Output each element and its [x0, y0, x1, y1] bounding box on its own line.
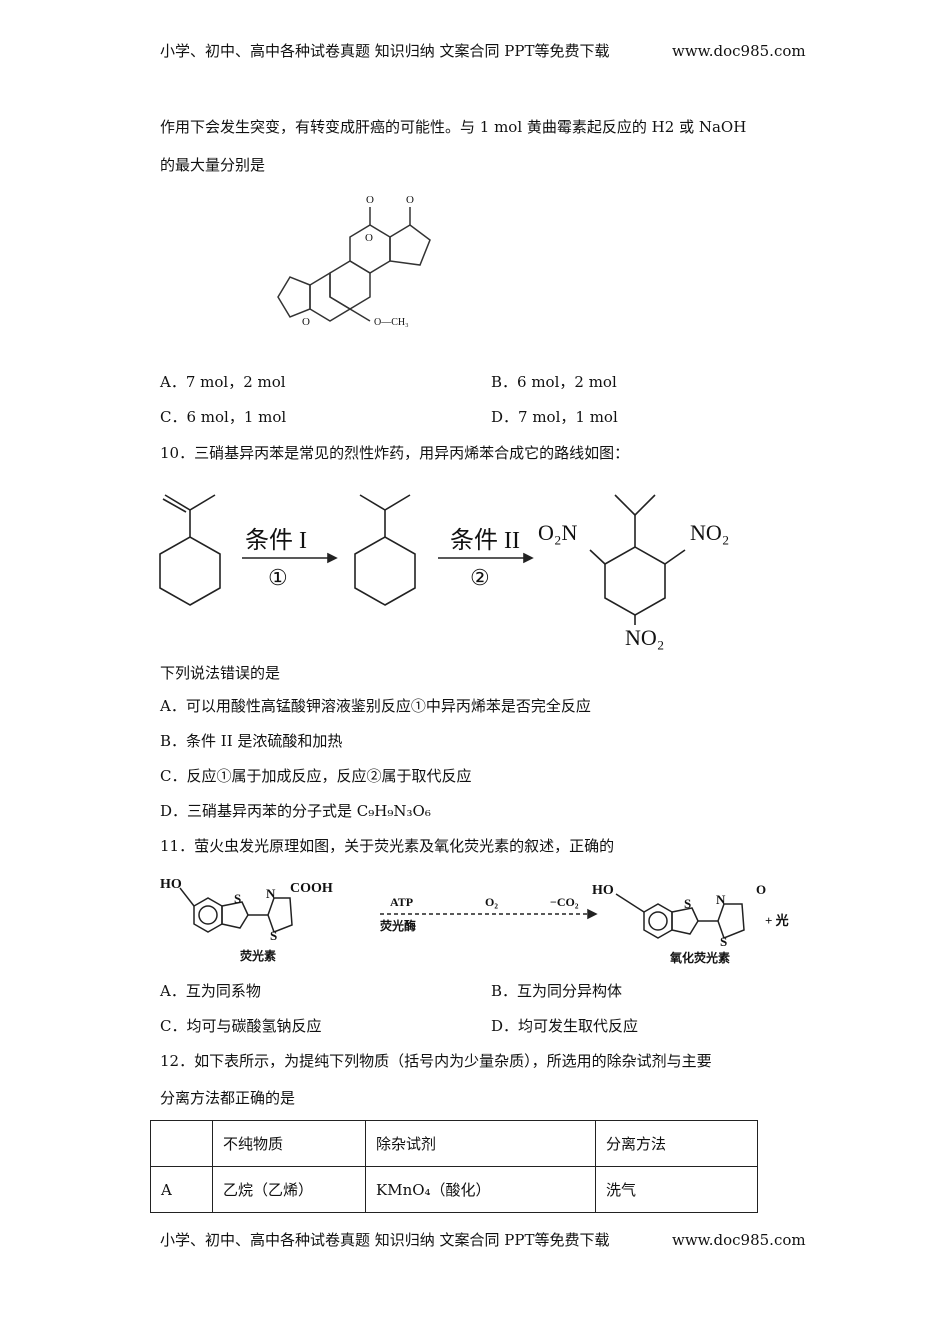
q11-option-a[interactable]: A．互为同系物	[160, 982, 261, 1000]
q10-option-a[interactable]: A．可以用酸性高锰酸钾溶液鉴别反应①中异丙烯苯是否完全反应	[160, 697, 591, 715]
q9-option-d[interactable]: D．7 mol，1 mol	[491, 408, 618, 426]
header-text: 小学、初中、高中各种试卷真题 知识归纳 文案合同 PPT等免费下载	[160, 42, 610, 60]
aflatoxin-structure: O O O O O—CH₃	[277, 194, 431, 328]
q9-line2: 的最大量分别是	[160, 156, 266, 174]
condition-2-label: 条件 II	[450, 527, 520, 554]
nitro-label-bottom: NO₂	[625, 625, 664, 650]
compound-name-luciferin: 荧光素	[240, 948, 276, 963]
q11-stem: 11．萤火虫发光原理如图，关于荧光素及氧化荧光素的叙述，正确的	[160, 837, 615, 855]
atom-label: S	[684, 896, 691, 911]
q11-option-c[interactable]: C．均可与碳酸氢钠反应	[160, 1017, 322, 1035]
co2-label: −CO₂	[550, 895, 579, 909]
atom-label: O	[756, 882, 766, 897]
q10-option-d[interactable]: D．三硝基异丙苯的分子式是 C₉H₉N₃O₆	[160, 802, 431, 820]
step-1-label: ①	[268, 565, 288, 590]
table-cell: 乙烷（乙烯）	[212, 1166, 366, 1213]
header-cell: 除杂试剂	[365, 1120, 596, 1167]
table-header-row: 不纯物质 除杂试剂 分离方法	[150, 1120, 758, 1167]
header-cell: 不纯物质	[212, 1120, 366, 1167]
header-cell	[150, 1120, 213, 1167]
cumene-structure	[354, 494, 416, 606]
table-row: A 乙烷（乙烯） KMnO₄（酸化） 洗气	[150, 1166, 758, 1213]
atom-label: HO	[160, 877, 182, 892]
q10-option-c[interactable]: C．反应①属于加成反应，反应②属于取代反应	[160, 767, 472, 785]
firefly-scheme: HO S N S COOH 荧光素 ATP 荧光酶 O₂ −CO₂ HO S N…	[160, 877, 789, 965]
step-2-label: ②	[470, 565, 490, 590]
atom-label: O	[406, 194, 414, 206]
condition-1-label: 条件 I	[245, 527, 307, 554]
q10-option-b[interactable]: B．条件 II 是浓硫酸和加热	[160, 732, 343, 750]
q12-stem-line2: 分离方法都正确的是	[160, 1089, 296, 1107]
enzyme-label: 荧光酶	[380, 918, 416, 933]
oxygen-label: O₂	[485, 895, 498, 909]
compound-name-oxyluciferin: 氧化荧光素	[669, 950, 730, 965]
atom-label: HO	[592, 883, 614, 898]
atom-label: S	[720, 934, 727, 949]
q9-option-c[interactable]: C．6 mol，1 mol	[160, 408, 287, 426]
nitro-label-left: O₂N	[538, 520, 578, 545]
atom-label: COOH	[290, 881, 333, 896]
q9-option-a[interactable]: A．7 mol，2 mol	[160, 373, 286, 391]
atom-label: O	[365, 232, 373, 244]
trinitrocumene-structure	[589, 494, 686, 625]
nitro-label-right: NO₂	[690, 520, 729, 545]
header-url[interactable]: www.doc985.com	[672, 42, 806, 60]
q9-line1: 作用下会发生突变，有转变成肝癌的可能性。与 1 mol 黄曲霉素起反应的 H2 …	[160, 118, 747, 136]
atom-label: S	[270, 928, 277, 943]
isopropenylbenzene-structure	[159, 494, 221, 606]
table-cell: 洗气	[595, 1166, 758, 1213]
q12-stem-line1: 12．如下表所示，为提纯下列物质（括号内为少量杂质），所选用的除杂试剂与主要	[160, 1052, 712, 1070]
footer-text: 小学、初中、高中各种试卷真题 知识归纳 文案合同 PPT等免费下载	[160, 1231, 610, 1249]
purification-table: 不纯物质 除杂试剂 分离方法 A 乙烷（乙烯） KMnO₄（酸化） 洗气	[150, 1120, 758, 1213]
atom-label: N	[716, 892, 726, 907]
atom-label: O	[366, 194, 374, 206]
header-cell: 分离方法	[595, 1120, 758, 1167]
table-cell: KMnO₄（酸化）	[365, 1166, 596, 1213]
q11-option-d[interactable]: D．均可发生取代反应	[491, 1017, 639, 1035]
atom-label: S	[234, 891, 241, 906]
atom-label: N	[266, 886, 276, 901]
atom-label: O—CH₃	[374, 317, 409, 328]
q10-prompt: 下列说法错误的是	[160, 664, 281, 682]
atom-label: O	[302, 316, 310, 328]
light-label: + 光	[765, 913, 789, 928]
atp-label: ATP	[390, 895, 413, 909]
table-cell: A	[150, 1166, 213, 1213]
q10-stem: 10．三硝基异丙苯是常见的烈性炸药，用异丙烯苯合成它的路线如图：	[160, 444, 630, 462]
q11-option-b[interactable]: B．互为同分异构体	[491, 982, 623, 1000]
q9-option-b[interactable]: B．6 mol，2 mol	[491, 373, 617, 391]
synthesis-scheme: 条件 I ① 条件 II ② O₂N NO₂ NO₂	[159, 494, 729, 650]
footer-url[interactable]: www.doc985.com	[672, 1231, 806, 1249]
